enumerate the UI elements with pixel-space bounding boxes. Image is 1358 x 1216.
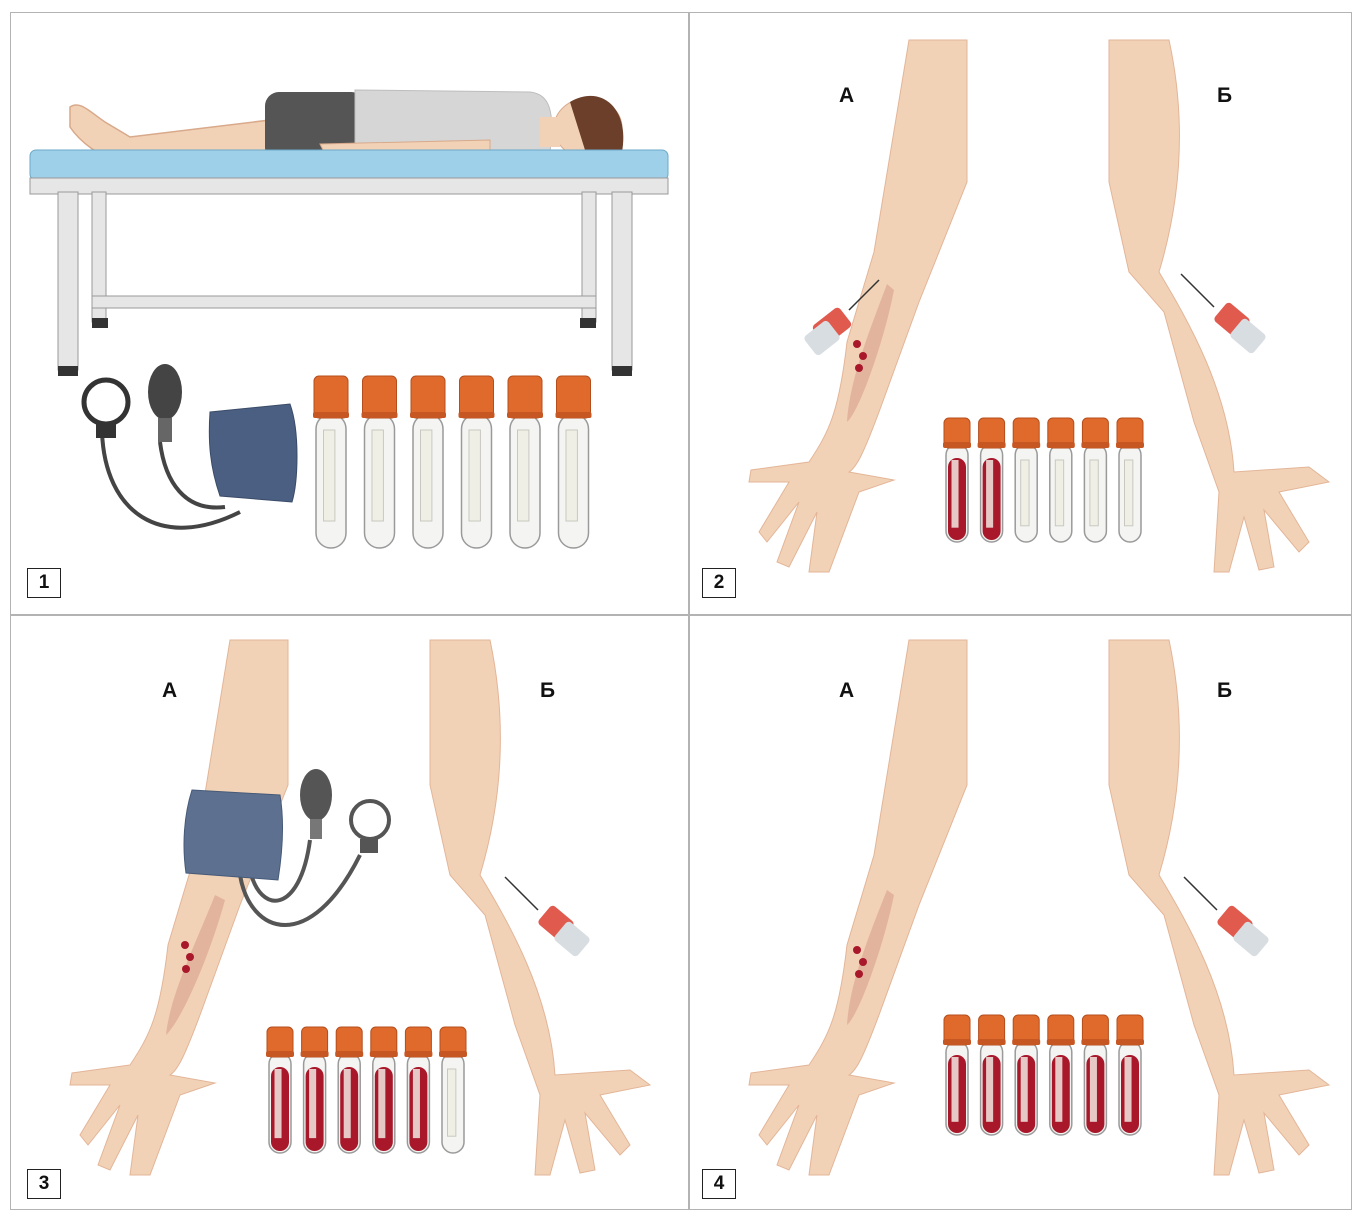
blood-tube [943,418,971,542]
panel-4-illustration [689,615,1352,1210]
tube-rack-panel-4 [943,1015,1144,1135]
blood-tube [943,1015,971,1135]
arm-a-label: А [839,679,854,703]
panel-1: 1 [10,12,688,614]
blood-tube [1047,418,1075,542]
arm-b-label: Б [540,679,555,703]
blood-tube [439,1027,467,1153]
blood-tube [1081,1015,1109,1135]
blood-tube [266,1027,294,1153]
panel-3-illustration [10,615,688,1210]
blood-tube [1047,1015,1075,1135]
panel-number: 2 [702,568,736,598]
arm-b-label: Б [1217,679,1232,703]
panel-2-illustration [689,12,1352,614]
arm-a [749,640,967,1175]
panel-3: А Б 3 [10,615,688,1210]
arm-a [749,40,967,572]
blood-tube [978,418,1006,542]
blood-tube [978,1015,1006,1135]
arm-b [1109,640,1329,1175]
blood-tube [1081,418,1109,542]
tube-rack-panel-1 [313,376,592,548]
panel-number: 1 [27,568,61,598]
blood-tube [404,1027,432,1153]
arm-a-label: А [839,84,854,108]
blood-pressure-cuff [84,364,297,528]
blood-tube [556,376,592,548]
panel-4: А Б 4 [689,615,1352,1210]
arm-b-label: Б [1217,84,1232,108]
blood-tube [1116,1015,1144,1135]
tube-rack-panel-3 [266,1027,467,1153]
blood-tube [362,376,398,548]
blood-tube [459,376,495,548]
arm-a-label: А [162,679,177,703]
panel-number: 4 [702,1169,736,1199]
tube-rack-panel-2 [943,418,1144,542]
examination-table [30,150,668,376]
arm-b [1109,40,1329,572]
blood-tube [1116,418,1144,542]
panel-number: 3 [27,1169,61,1199]
blood-tube [1012,418,1040,542]
blood-tube [410,376,446,548]
panel-2: А Б 2 [689,12,1352,614]
blood-tube [335,1027,363,1153]
blood-tube [370,1027,398,1153]
panel-1-illustration [10,12,688,614]
blood-tube [313,376,349,548]
blood-tube [301,1027,329,1153]
blood-tube [507,376,543,548]
blood-tube [1012,1015,1040,1135]
